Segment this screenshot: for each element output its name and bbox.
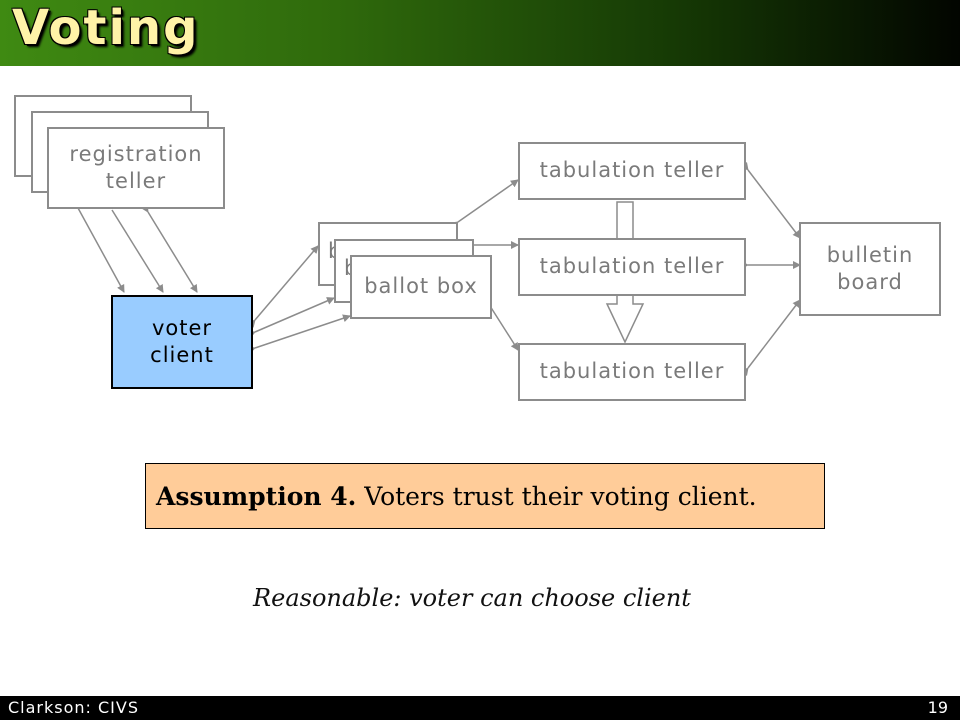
assumption-label: Assumption 4. bbox=[156, 481, 357, 511]
arrow-tt1-bulletin bbox=[740, 162, 801, 239]
slide-title: Voting bbox=[12, 0, 200, 56]
tabulation-teller-2: tabulation teller bbox=[518, 238, 746, 296]
footer-bar: Clarkson: CIVS 19 bbox=[0, 696, 960, 720]
tabulation-teller-1: tabulation teller bbox=[518, 142, 746, 200]
arrow-bb-tt3 bbox=[482, 297, 519, 351]
arrow-voter-bb3 bbox=[247, 314, 351, 355]
arrow-voter-bb2 bbox=[246, 297, 335, 339]
arrow-tt3-bulletin bbox=[740, 299, 801, 376]
tabulation-teller-3: tabulation teller bbox=[518, 343, 746, 401]
reasoning-note: Reasonable: voter can choose client bbox=[253, 584, 691, 612]
footer-source: Clarkson: CIVS bbox=[8, 698, 139, 717]
arrow-reg1-voter bbox=[77, 207, 125, 293]
assumption-text: Voters trust their voting client. bbox=[356, 481, 757, 511]
voter-client: voter client bbox=[111, 295, 253, 389]
ballot-box: ballot box bbox=[350, 255, 492, 319]
arrow-reg3-voter bbox=[140, 203, 198, 293]
arrow-reg2-voter bbox=[111, 209, 164, 293]
bulletin-board: bulletin board bbox=[799, 222, 941, 316]
registration-teller: registration teller bbox=[47, 127, 225, 209]
assumption-box: Assumption 4. Voters trust their voting … bbox=[145, 463, 825, 529]
title-bar: Voting bbox=[0, 0, 960, 66]
page-number: 19 bbox=[927, 698, 948, 717]
arrow-bb-tt1 bbox=[449, 179, 519, 230]
